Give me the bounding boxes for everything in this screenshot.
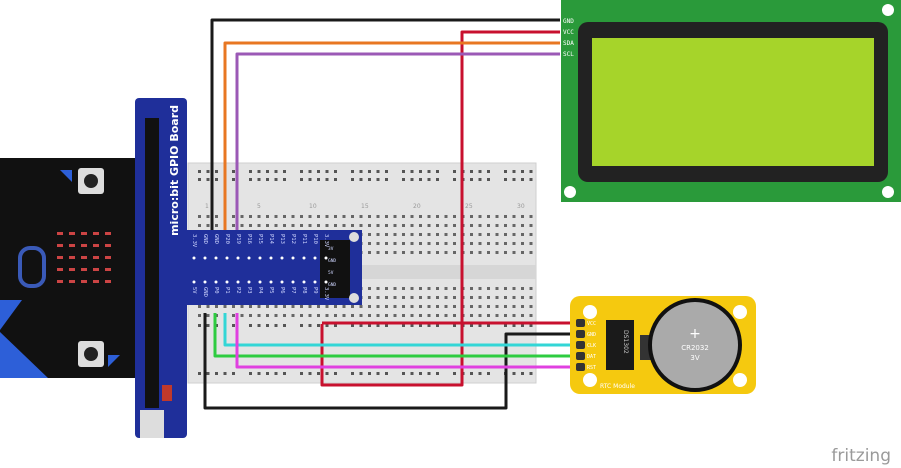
led bbox=[69, 232, 75, 235]
gpio-title: micro:bit GPIO Board bbox=[168, 105, 181, 236]
led bbox=[81, 256, 87, 259]
gpio-pin-label: P20 bbox=[224, 234, 230, 244]
rtc-gnd-wire[interactable] bbox=[203, 313, 580, 410]
gpio-pin-label: P11 bbox=[301, 234, 307, 244]
microbit-board bbox=[0, 158, 140, 378]
led bbox=[105, 244, 111, 247]
gpio-pin-label: P4 bbox=[257, 287, 263, 294]
chip-label: DS1302 bbox=[622, 330, 629, 354]
column-number: 15 bbox=[361, 203, 369, 210]
lcd-vcc-wire[interactable] bbox=[320, 30, 560, 387]
led bbox=[93, 268, 99, 271]
gpio-side-pin-label: GND bbox=[328, 282, 336, 288]
led bbox=[105, 268, 111, 271]
lcd-gnd-wire[interactable] bbox=[210, 18, 560, 230]
led bbox=[81, 268, 87, 271]
lcd-display: GND VCC SDA SCL bbox=[561, 0, 901, 202]
gpio-pin-label: P10 bbox=[312, 234, 318, 244]
gpio-pin-label: P8 bbox=[301, 287, 307, 294]
rtc-pin-label: RST bbox=[587, 365, 596, 371]
battery-voltage: 3V bbox=[690, 354, 699, 362]
svg-text:+: + bbox=[689, 326, 701, 342]
gpio-pin-label: P13 bbox=[279, 234, 285, 244]
gpio-pin-label: GND bbox=[213, 234, 219, 244]
column-number: 25 bbox=[465, 203, 473, 210]
rtc-rst-wire[interactable] bbox=[235, 313, 580, 369]
led bbox=[57, 268, 63, 271]
led bbox=[69, 280, 75, 283]
lcd-pin-label: SCL bbox=[563, 51, 574, 58]
column-number: 5 bbox=[257, 203, 261, 210]
lcd-pin-label: VCC bbox=[563, 29, 574, 36]
led bbox=[81, 244, 87, 247]
gpio-pin-label: 3.3V bbox=[191, 234, 197, 248]
led bbox=[69, 268, 75, 271]
rtc-pin-label: GND bbox=[587, 332, 596, 338]
led bbox=[69, 244, 75, 247]
fritzing-watermark: fritzing bbox=[831, 446, 891, 466]
ds1302-chip bbox=[606, 320, 634, 370]
column-number: 1 bbox=[205, 203, 209, 210]
led bbox=[57, 280, 63, 283]
lcd-scl-wire[interactable] bbox=[235, 52, 560, 230]
gpio-side-pin-label: 5V bbox=[328, 270, 334, 276]
led bbox=[105, 256, 111, 259]
gpio-pin-label: 3.3V bbox=[323, 287, 329, 301]
rtc-dat-wire[interactable] bbox=[213, 313, 580, 358]
rtc-module: DS1302 + CR2032 3V RTC Module VCC GND CLK D… bbox=[570, 296, 756, 394]
rtc-clk-wire[interactable] bbox=[223, 313, 580, 347]
lcd-sda-wire[interactable] bbox=[223, 41, 560, 230]
led bbox=[105, 280, 111, 283]
rtc-pin-label: DAT bbox=[587, 354, 596, 360]
touch-logo bbox=[18, 246, 46, 288]
led bbox=[105, 232, 111, 235]
gpio-pin-label: P16 bbox=[246, 234, 252, 244]
led bbox=[93, 232, 99, 235]
gpio-side-pin-label: GND bbox=[328, 258, 336, 264]
gpio-pin-label: P3 bbox=[246, 287, 252, 294]
gpio-pin-label: GND bbox=[202, 287, 208, 297]
rtc-title: RTC Module bbox=[600, 383, 635, 390]
gpio-pin-label: P1 bbox=[224, 287, 230, 294]
led bbox=[57, 232, 63, 235]
led bbox=[69, 256, 75, 259]
column-number: 10 bbox=[309, 203, 317, 210]
column-number: 20 bbox=[413, 203, 421, 210]
gpio-side-pin-label: 3V bbox=[328, 246, 334, 252]
gpio-pin-label: P2 bbox=[235, 287, 241, 294]
column-number: 30 bbox=[517, 203, 525, 210]
rtc-pin-label: VCC bbox=[587, 321, 596, 327]
gpio-pin-label: P14 bbox=[268, 234, 274, 245]
led bbox=[93, 280, 99, 283]
gpio-pin-label: 5V bbox=[191, 287, 197, 294]
gpio-pin-label: 3.3V bbox=[323, 234, 329, 248]
rtc-pin-label: CLK bbox=[587, 343, 596, 349]
coin-cell-battery bbox=[648, 298, 742, 392]
lcd-pin-label: GND bbox=[563, 18, 574, 25]
gpio-pin-label: GND bbox=[202, 234, 208, 244]
led bbox=[93, 244, 99, 247]
gpio-pin-label: P0 bbox=[213, 287, 219, 294]
gpio-pin-label: P19 bbox=[235, 234, 241, 244]
battery-label: CR2032 bbox=[681, 344, 709, 352]
led bbox=[81, 232, 87, 235]
gpio-pin-label: P15 bbox=[257, 234, 263, 244]
gpio-pin-label: P5 bbox=[268, 287, 274, 294]
led bbox=[57, 244, 63, 247]
led bbox=[57, 256, 63, 259]
gpio-pin-label: P9 bbox=[312, 287, 318, 294]
lcd-pin-label: SDA bbox=[563, 40, 574, 47]
gpio-pin-label: P12 bbox=[290, 234, 296, 244]
led bbox=[81, 280, 87, 283]
gpio-pin-label: P7 bbox=[290, 287, 296, 294]
gpio-pin-label: P6 bbox=[279, 287, 285, 294]
led bbox=[93, 256, 99, 259]
